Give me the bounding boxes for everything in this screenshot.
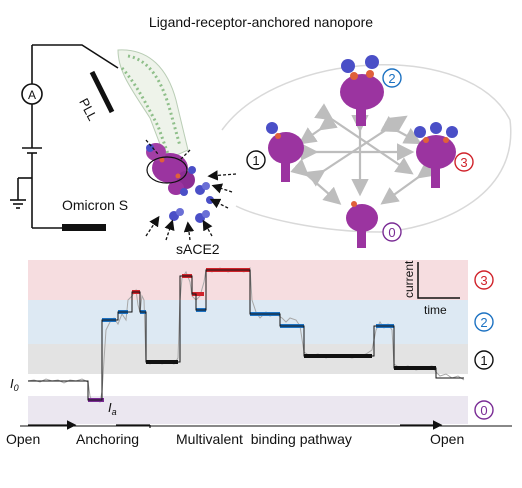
- timeline-multivalent: Multivalent binding pathway: [176, 431, 352, 447]
- pll-label: PLL: [76, 96, 100, 123]
- pore-ring: [146, 156, 188, 184]
- ia-label: Ia: [108, 400, 117, 417]
- oval-outline: [221, 64, 512, 233]
- pll-coating: [127, 54, 182, 147]
- svg-text:1: 1: [252, 153, 259, 168]
- timeline-anchoring: Anchoring: [76, 431, 139, 447]
- scale-time-label: time: [424, 303, 447, 317]
- svg-text:3: 3: [460, 155, 467, 170]
- spike-state-2: [340, 55, 384, 126]
- ammeter-label: A: [28, 88, 36, 102]
- timeline-open-start: Open: [6, 431, 40, 447]
- fitted-steps: [28, 269, 464, 401]
- trace-state-3: 3: [474, 270, 494, 290]
- svg-text:2: 2: [388, 71, 395, 86]
- nanopore-setup: A PLL: [10, 44, 237, 257]
- pipette-electrode: [89, 70, 115, 114]
- transition-arrows: [290, 103, 436, 205]
- band-state-2: [28, 300, 468, 344]
- trace-state-2: 2: [474, 312, 494, 332]
- trace-state-1: 1: [474, 350, 494, 370]
- spike-state-1: [266, 122, 304, 182]
- i0-label: I0: [10, 376, 19, 393]
- timeline: Open Anchoring Multivalent binding pathw…: [6, 420, 512, 447]
- svg-text:0: 0: [480, 403, 487, 418]
- diffusion-arrows: [145, 139, 237, 241]
- bath-electrode: [62, 224, 106, 231]
- state-badge-0: 0: [382, 222, 402, 242]
- current-trace-panel: I0 Ia current time 3 2 1 0: [10, 260, 494, 424]
- binding-state-network: 2 1 3 0: [221, 55, 512, 248]
- svg-text:1: 1: [480, 353, 487, 368]
- spike-state-0: [346, 201, 378, 248]
- spike-state-3: [414, 122, 458, 188]
- scale-current-label: current: [402, 260, 416, 298]
- circuit-wire: [32, 44, 119, 69]
- pipette: [117, 49, 189, 161]
- state-badge-1: 1: [246, 150, 266, 170]
- omicron-spike-cluster: [146, 143, 196, 196]
- omicron-label: Omicron S: [62, 197, 128, 213]
- svg-text:0: 0: [388, 225, 395, 240]
- scale-bar: current time: [402, 260, 460, 317]
- band-state-3: [28, 260, 468, 300]
- trace-state-0: 0: [474, 400, 494, 420]
- state-badge-2: 2: [382, 68, 402, 88]
- figure-title: Ligand-receptor-anchored nanopore: [149, 14, 373, 30]
- svg-text:3: 3: [480, 273, 487, 288]
- sace2-label: sACE2: [176, 241, 220, 257]
- state-badge-3: 3: [454, 152, 474, 172]
- svg-text:2: 2: [480, 315, 487, 330]
- timeline-open-end: Open: [430, 431, 464, 447]
